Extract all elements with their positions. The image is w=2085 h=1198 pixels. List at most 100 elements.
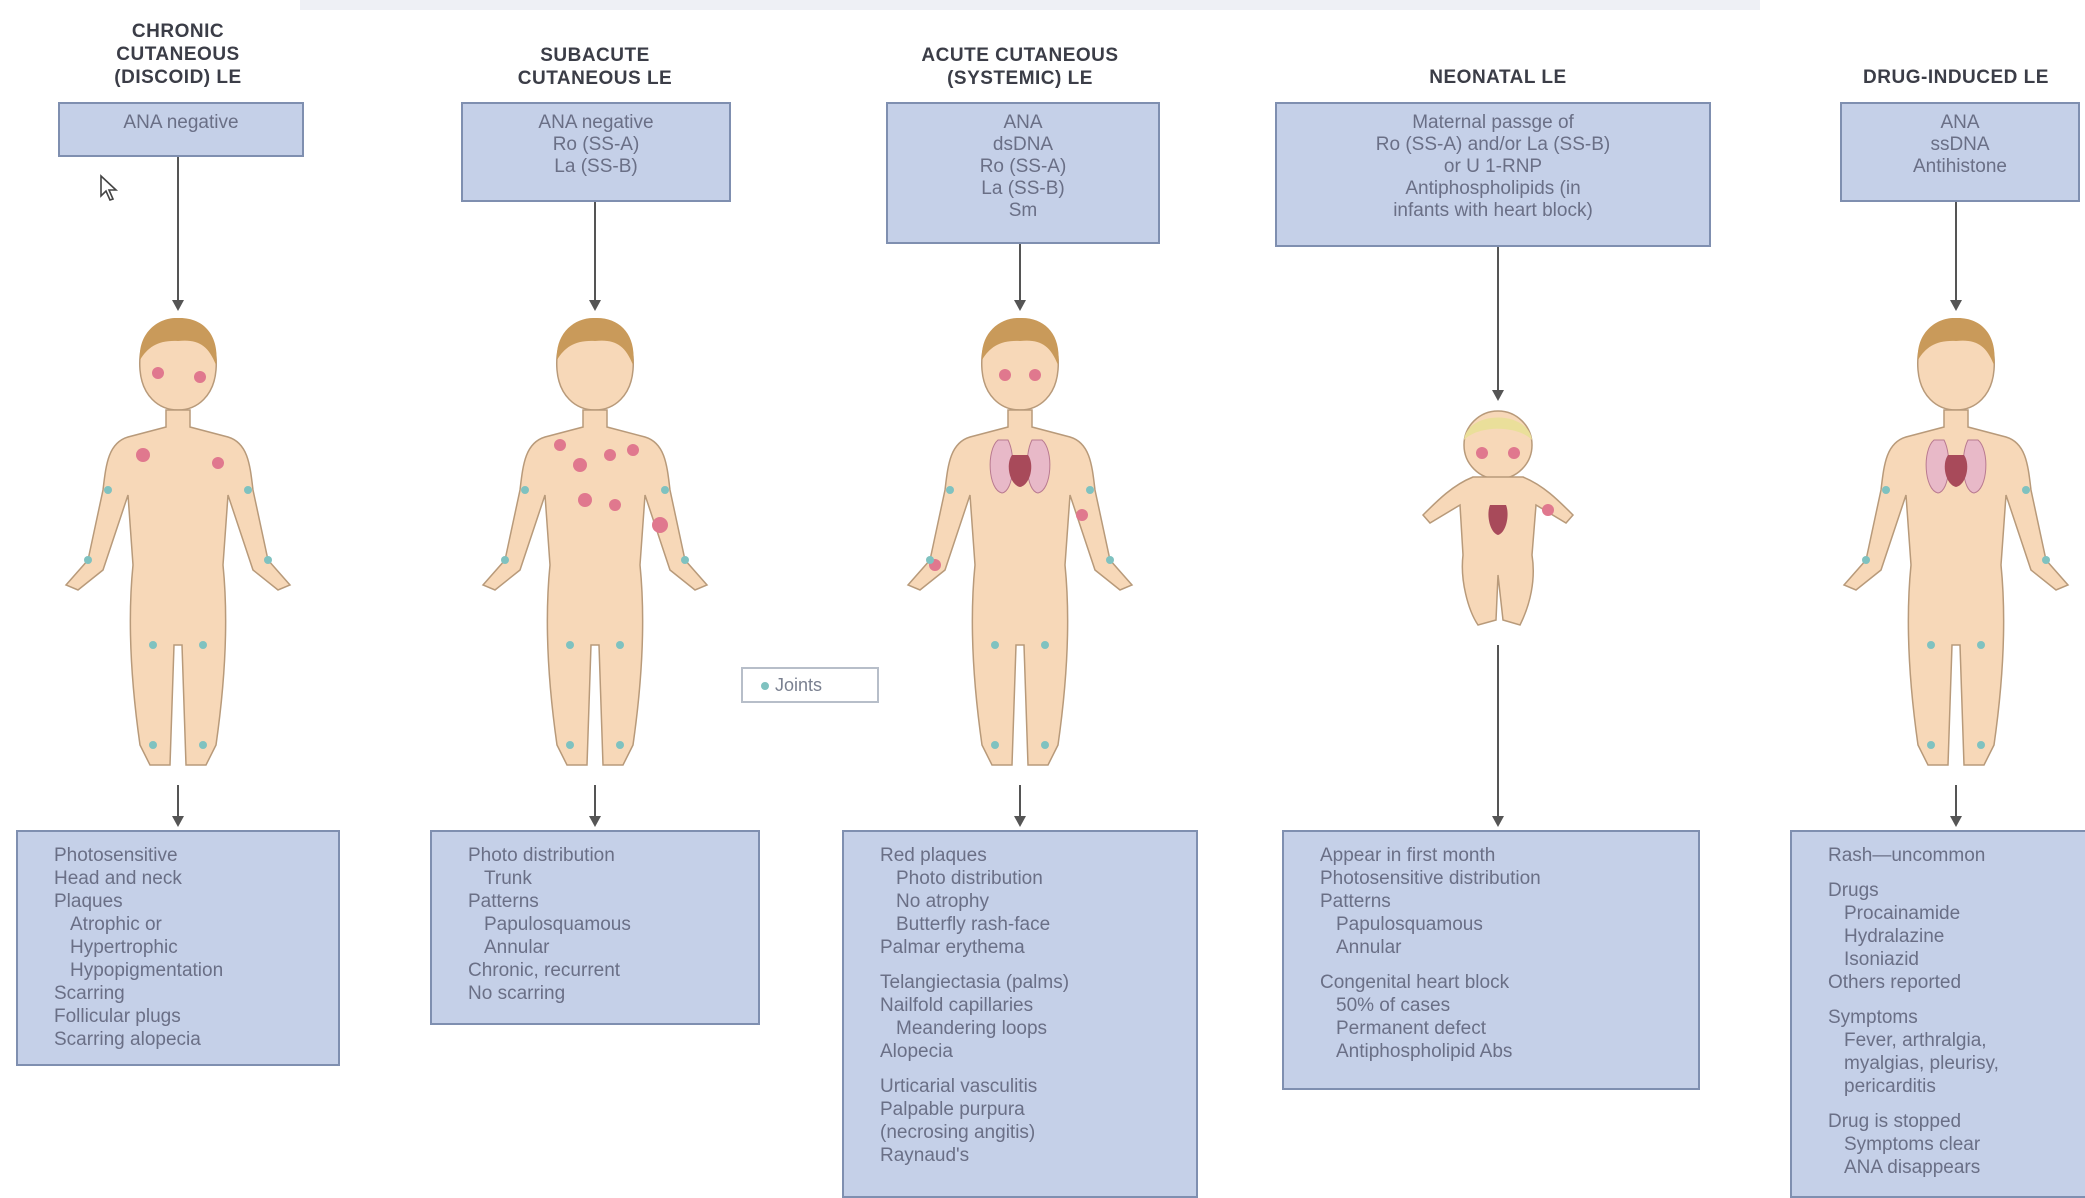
legend: Joints — [741, 667, 879, 703]
arrow-down-icon — [172, 816, 184, 827]
connector-line — [177, 157, 179, 300]
feature-line: Annular — [468, 936, 748, 959]
feature-line: Patterns — [1320, 890, 1688, 913]
antibody-line: Ro (SS-A) and/or La (SS-B) — [1283, 134, 1703, 156]
feature-line: Rash—uncommon — [1828, 844, 2078, 867]
feature-line: Red plaques — [880, 844, 1186, 867]
feature-line: Papulosquamous — [1320, 913, 1688, 936]
feature-line: myalgias, pleurisy, — [1828, 1052, 2078, 1075]
connector-line — [1955, 202, 1957, 300]
mouse-pointer-icon — [99, 174, 125, 204]
feature-line: ANA disappears — [1828, 1156, 2078, 1179]
antibody-line: ssDNA — [1848, 134, 2072, 156]
adult-figure — [48, 315, 308, 775]
antibody-line: Sm — [894, 200, 1152, 222]
feature-line: Procainamide — [1828, 902, 2078, 925]
feature-line: Others reported — [1828, 971, 2078, 994]
body-illustration — [1826, 315, 2085, 780]
feature-line: Antiphospholipid Abs — [1320, 1040, 1688, 1063]
feature-line: (necrosing angitis) — [880, 1121, 1186, 1144]
feature-line: Butterfly rash-face — [880, 913, 1186, 936]
feature-line: Raynaud's — [880, 1144, 1186, 1167]
feature-line: Symptoms — [1828, 1006, 2078, 1029]
feature-line: Symptoms clear — [1828, 1133, 2078, 1156]
feature-line: Drug is stopped — [1828, 1110, 2078, 1133]
antibody-line: La (SS-B) — [894, 178, 1152, 200]
antibody-line: dsDNA — [894, 134, 1152, 156]
feature-line: Photosensitive distribution — [1320, 867, 1688, 890]
feature-line: Isoniazid — [1828, 948, 2078, 971]
antibody-line: Maternal passge of — [1283, 112, 1703, 134]
feature-line: Drugs — [1828, 879, 2078, 902]
feature-line: Photo distribution — [468, 844, 748, 867]
feature-line: Patterns — [468, 890, 748, 913]
antibody-line: ANA — [894, 112, 1152, 134]
connector-line — [1019, 244, 1021, 300]
feature-line: Plaques — [54, 890, 328, 913]
arrow-down-icon — [1950, 300, 1962, 311]
infant-illustration — [1398, 405, 1598, 640]
feature-line: Telangiectasia (palms) — [880, 971, 1186, 994]
arrow-down-icon — [1492, 390, 1504, 401]
column-title: ACUTE CUTANEOUS (SYSTEMIC) LE — [850, 44, 1190, 90]
infant-figure — [1398, 405, 1598, 635]
feature-line: Hypertrophic — [54, 936, 328, 959]
connector-line — [1497, 247, 1499, 390]
column-title: SUBACUTE CUTANEOUS LE — [425, 44, 765, 90]
antibody-line: ANA negative — [469, 112, 723, 134]
connector-line — [1019, 785, 1021, 816]
feature-line: Nailfold capillaries — [880, 994, 1186, 1017]
antibody-line: ANA — [1848, 112, 2072, 134]
feature-line: Congenital heart block — [1320, 971, 1688, 994]
feature-line: No scarring — [468, 982, 748, 1005]
feature-line: Palpable purpura — [880, 1098, 1186, 1121]
feature-line: Permanent defect — [1320, 1017, 1688, 1040]
column-title: CHRONIC CUTANEOUS (DISCOID) LE — [8, 20, 348, 89]
arrow-down-icon — [1014, 816, 1026, 827]
connector-line — [594, 785, 596, 816]
feature-line: Chronic, recurrent — [468, 959, 748, 982]
connector-line — [594, 202, 596, 300]
antibody-line: infants with heart block) — [1283, 200, 1703, 222]
legend-label: Joints — [775, 675, 822, 695]
adult-figure — [890, 315, 1150, 775]
arrow-down-icon — [1950, 816, 1962, 827]
feature-line: Photosensitive — [54, 844, 328, 867]
arrow-down-icon — [1014, 300, 1026, 311]
adult-figure — [1826, 315, 2085, 775]
feature-line: Scarring alopecia — [54, 1028, 328, 1051]
body-illustration — [48, 315, 308, 780]
adult-figure — [465, 315, 725, 775]
feature-line: Urticarial vasculitis — [880, 1075, 1186, 1098]
column-title: DRUG-INDUCED LE — [1786, 66, 2085, 89]
antibody-line: ANA negative — [66, 112, 296, 134]
body-illustration — [890, 315, 1150, 780]
feature-line: Scarring — [54, 982, 328, 1005]
connector-line — [1955, 785, 1957, 816]
feature-line: No atrophy — [880, 890, 1186, 913]
feature-line: 50% of cases — [1320, 994, 1688, 1017]
feature-line: Photo distribution — [880, 867, 1186, 890]
feature-line: Palmar erythema — [880, 936, 1186, 959]
feature-line: Annular — [1320, 936, 1688, 959]
feature-line: Papulosquamous — [468, 913, 748, 936]
antibody-line: or U 1-RNP — [1283, 156, 1703, 178]
feature-line: Follicular plugs — [54, 1005, 328, 1028]
feature-line: Trunk — [468, 867, 748, 890]
arrow-down-icon — [589, 300, 601, 311]
arrow-down-icon — [589, 816, 601, 827]
feature-line: Appear in first month — [1320, 844, 1688, 867]
antibody-line: Ro (SS-A) — [469, 134, 723, 156]
body-illustration — [465, 315, 725, 780]
column-title: NEONATAL LE — [1328, 66, 1668, 89]
feature-line: Head and neck — [54, 867, 328, 890]
